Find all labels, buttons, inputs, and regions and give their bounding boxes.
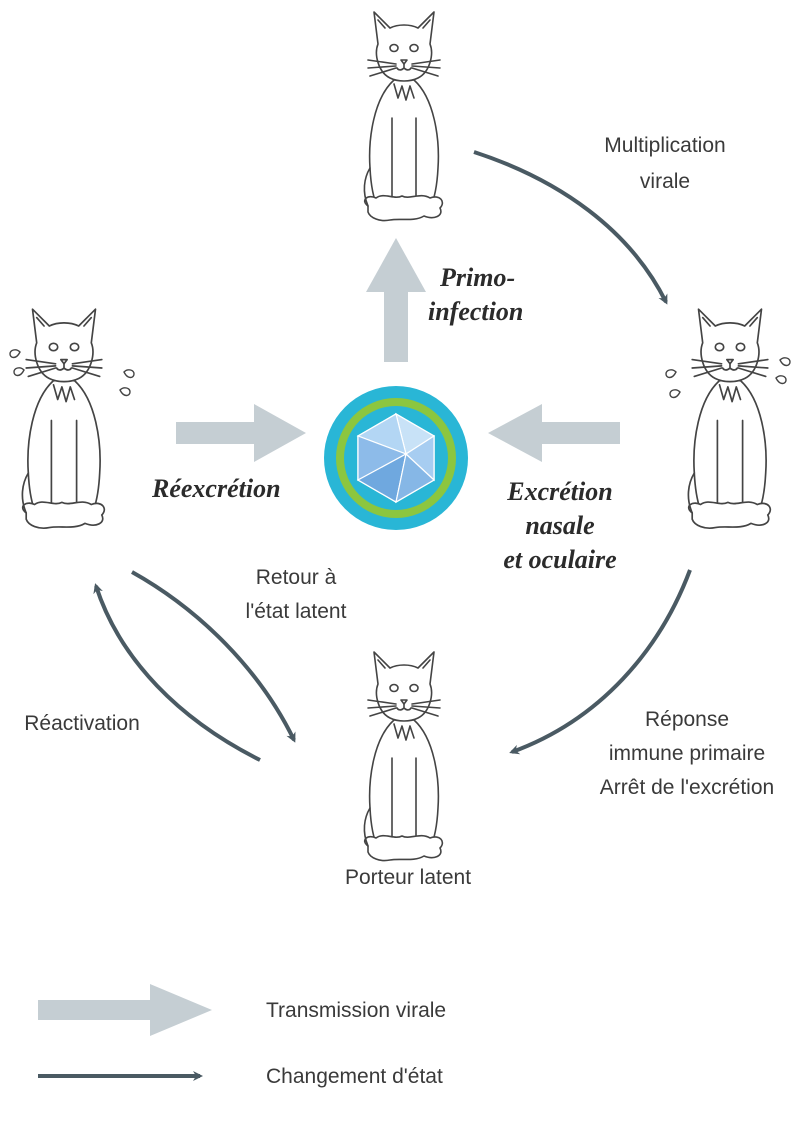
state-arrow-retour-latent	[131, 570, 296, 743]
transmission-arrow-right-in	[488, 404, 620, 462]
label-reponse-2: immune primaire	[609, 742, 765, 765]
legend-transmission-label: Transmission virale	[266, 999, 446, 1022]
label-porteur-latent: Porteur latent	[345, 866, 471, 889]
label-retour-2: l'état latent	[246, 600, 347, 623]
legend-transmission-swatch	[38, 984, 212, 1036]
label-primo-2: infection	[428, 297, 523, 326]
state-arrow-reponse-immune	[509, 569, 692, 755]
virus-capsid-icon	[324, 386, 468, 530]
legend-changement-label: Changement d'état	[266, 1065, 443, 1088]
state-arrow-reactivation	[93, 583, 261, 762]
cat-latent-bottom	[363, 651, 444, 862]
label-excretion-2: nasale	[525, 511, 594, 540]
label-excretion-3: et oculaire	[503, 545, 616, 574]
cat-sneezing-left	[9, 308, 135, 529]
state-arrow-multiplication	[473, 150, 668, 305]
label-primo-1: Primo-	[439, 263, 515, 292]
label-reexcretion: Réexcrétion	[151, 474, 281, 503]
transmission-arrow-up	[366, 238, 426, 362]
legend: Transmission virale Changement d'état	[38, 984, 446, 1088]
label-reponse-1: Réponse	[645, 708, 729, 731]
label-reponse-3: Arrêt de l'excrétion	[600, 776, 774, 799]
cat-sneezing-right	[665, 308, 791, 529]
label-multiplication-1: Multiplication	[604, 134, 725, 157]
label-retour-1: Retour à	[256, 566, 337, 589]
transmission-arrow-left-in	[176, 404, 306, 462]
label-reactivation: Réactivation	[24, 712, 140, 735]
label-multiplication-2: virale	[640, 170, 690, 193]
cat-healthy-top	[363, 11, 444, 222]
label-excretion-1: Excrétion	[506, 477, 612, 506]
